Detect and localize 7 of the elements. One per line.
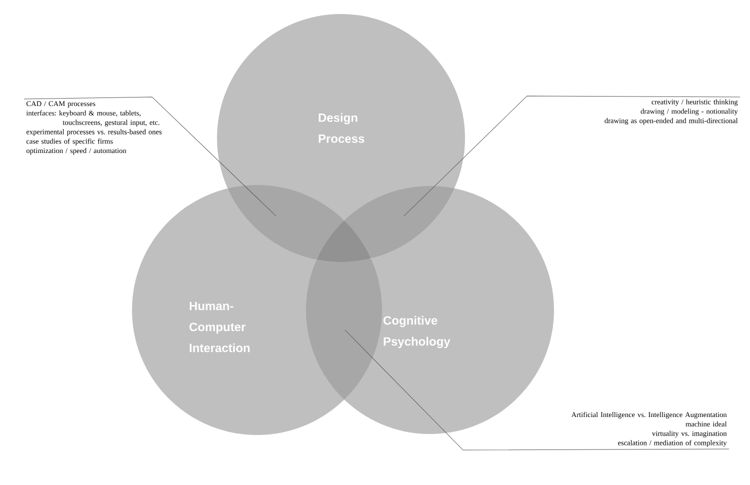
overlap-region <box>228 185 344 260</box>
overlap-region <box>316 220 370 262</box>
overlap-region <box>306 258 382 400</box>
leader-line <box>24 96 276 216</box>
overlap-region <box>344 186 454 258</box>
leader-line <box>404 96 740 216</box>
leader-line <box>344 330 730 450</box>
